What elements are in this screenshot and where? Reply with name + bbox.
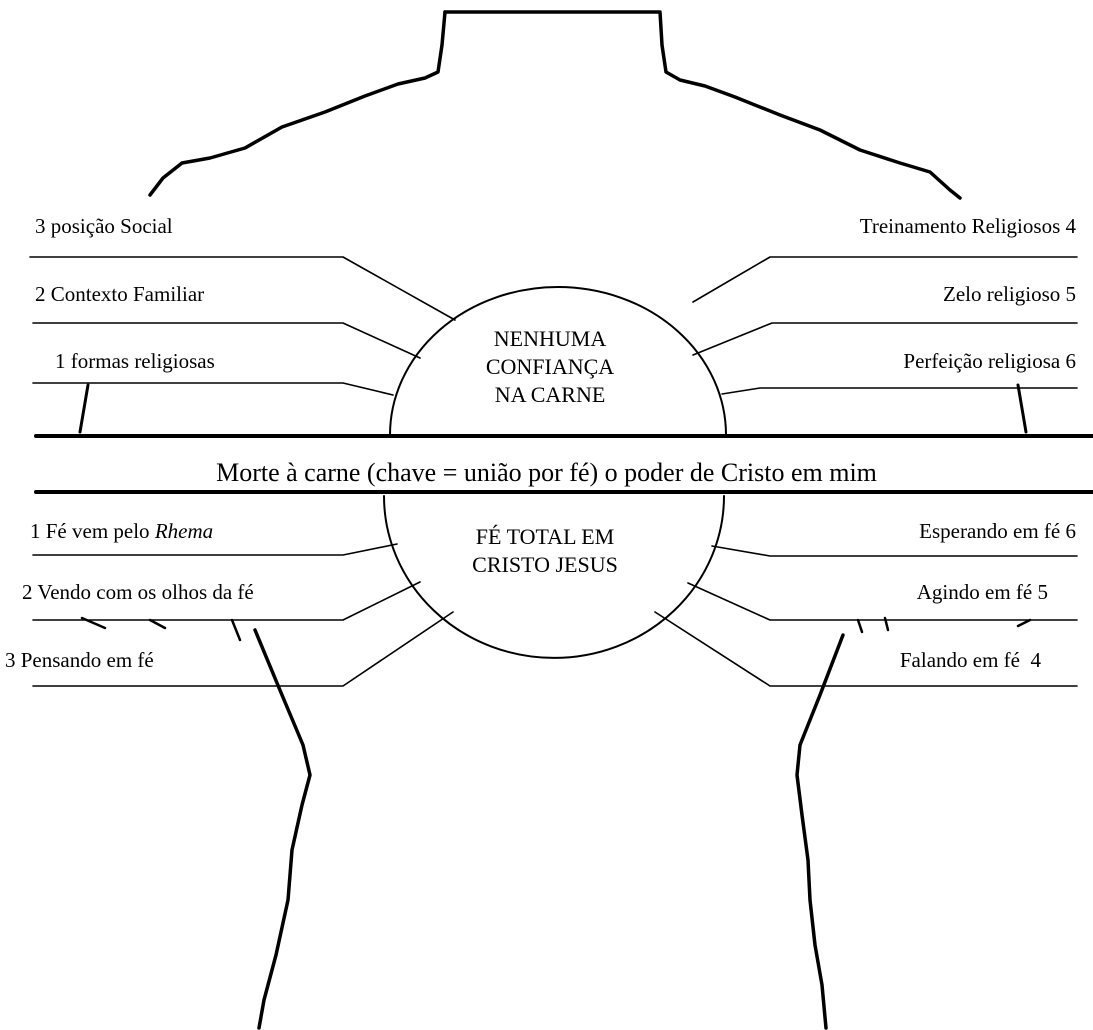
faith-left-line-2 (32, 581, 421, 621)
neck-outline-left (148, 10, 447, 197)
torso-right-outline (795, 633, 845, 1030)
flesh-right-line-2 (692, 322, 1078, 356)
lower-circle-line-2: CRISTO JESUS (472, 552, 618, 578)
tick-marks (80, 616, 1032, 642)
flesh-right-label-5: Zelo religioso 5 (943, 282, 1076, 306)
upper-circle-outline (389, 286, 727, 436)
faith-left-label-1-emphasis: Rhema (154, 519, 214, 543)
faith-right-label-5: Agindo em fé 5 (916, 580, 1048, 604)
upper-circle-line-1: NENHUMA (493, 326, 607, 351)
faith-right-line-3 (654, 611, 1078, 687)
flesh-left-label-1: 1 formas religiosas (55, 349, 215, 373)
flesh-right-line-1 (692, 256, 1078, 303)
flesh-left-label-2: 2 Contexto Familiar (35, 282, 205, 306)
flesh-left-line-2 (32, 322, 421, 359)
neck-outline (443, 10, 962, 200)
faith-right-line-1 (711, 545, 1078, 557)
upper-circle-text: NENHUMA CONFIANÇA NA CARNE (455, 325, 645, 409)
faith-left-label-3: 3 Pensando em fé (5, 648, 154, 672)
flesh-right-label-4: Treinamento Religiosos 4 (859, 214, 1076, 238)
flesh-right-line-3 (721, 387, 1078, 395)
flesh-left-line-3 (32, 382, 394, 396)
right-arm-stub (1016, 383, 1028, 434)
flesh-left-line-1 (29, 256, 456, 321)
flesh-left-label-3: 3 posição Social (35, 214, 173, 238)
faith-left-label-1-text: 1 Fé vem pelo (30, 519, 155, 543)
faith-right-label-6: Esperando em fé 6 (919, 519, 1076, 543)
upper-circle-line-2: CONFIANÇA (485, 354, 615, 380)
banner-text: Morte à carne (chave = união por fé) o p… (216, 458, 877, 487)
left-arm-stub (78, 383, 90, 434)
faith-left-label-2: 2 Vendo com os olhos da fé (22, 580, 254, 604)
lower-circle-outline (383, 495, 725, 659)
faith-left-line-3 (32, 611, 454, 687)
torso-left-outline (253, 628, 312, 1030)
faith-left-line-1 (32, 543, 398, 556)
faith-right-line-2 (687, 582, 1078, 621)
lower-circle-line-1: FÉ TOTAL EM (475, 524, 615, 549)
faith-left-label-1: 1 Fé vem pelo Rhema (30, 521, 213, 542)
flesh-right-label-6: Perfeição religiosa 6 (903, 349, 1076, 373)
lower-circle-text: FÉ TOTAL EM CRISTO JESUS (445, 523, 645, 579)
faith-right-label-4: Falando em fé 4 (899, 648, 1041, 672)
upper-circle-line-3: NA CARNE (494, 382, 606, 408)
